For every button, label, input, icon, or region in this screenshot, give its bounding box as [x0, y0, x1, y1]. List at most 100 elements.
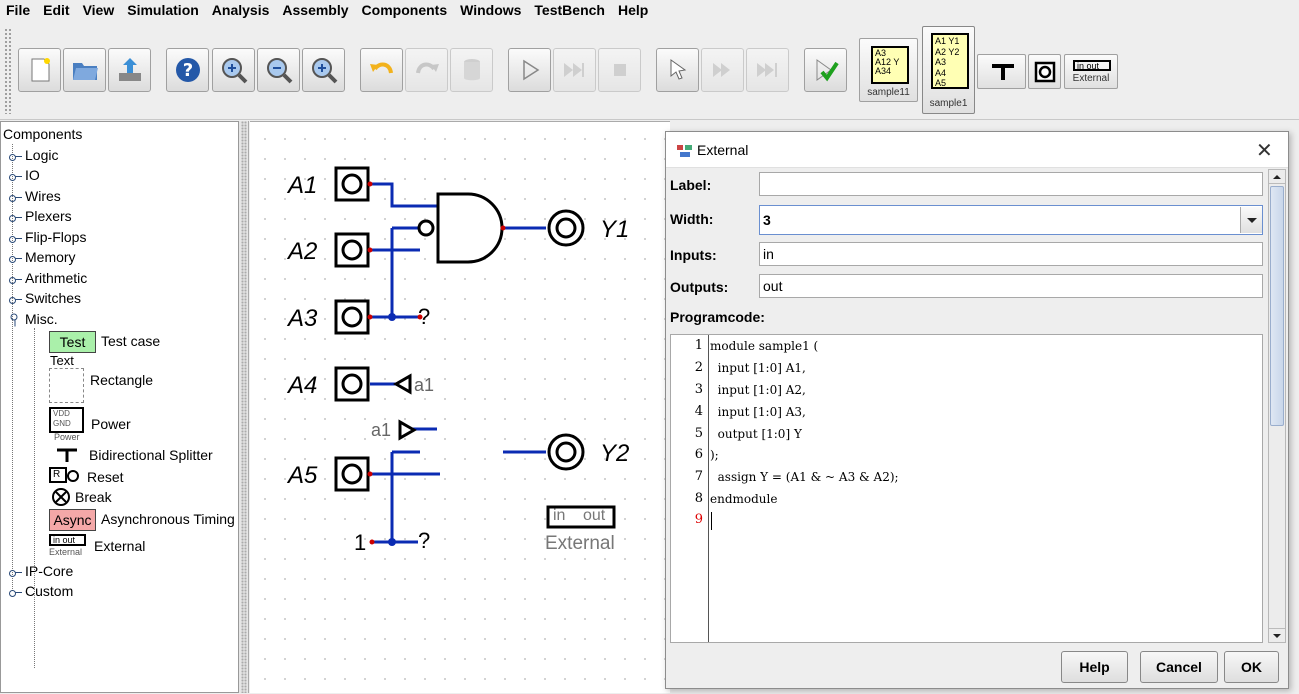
width-field-label: Width: — [670, 211, 714, 227]
step-sim-button[interactable] — [656, 48, 699, 92]
run-button[interactable] — [508, 48, 551, 92]
delete-button[interactable] — [450, 48, 493, 92]
toolbar-grip[interactable] — [4, 28, 12, 114]
tree-group-wires[interactable]: Wires — [1, 188, 61, 204]
external-icon: in out — [49, 534, 86, 546]
tree-key-icon — [9, 152, 22, 161]
zoom-out-button[interactable] — [257, 48, 300, 92]
tree-group-logic[interactable]: Logic — [1, 147, 58, 163]
pane-splitter[interactable] — [239, 121, 249, 693]
line-number: 8 — [694, 491, 703, 506]
tree-group-plexers[interactable]: Plexers — [1, 208, 72, 224]
tree-group-switches[interactable]: Switches — [1, 290, 81, 306]
recent-component-probe[interactable] — [1028, 54, 1061, 89]
program-code-editor[interactable]: 1 2 3 4 5 6 7 8 9 module sample1 ( input… — [670, 334, 1263, 643]
code-line: ); — [710, 448, 719, 462]
recent-component-external[interactable]: in out External — [1064, 54, 1118, 89]
width-select[interactable]: 3 — [759, 205, 1263, 235]
fast-forward-icon — [563, 63, 584, 77]
recent-component-splitter[interactable] — [977, 54, 1026, 89]
menu-windows[interactable]: Windows — [460, 2, 522, 18]
ok-button[interactable]: OK — [1224, 651, 1279, 683]
redo-button[interactable] — [405, 48, 448, 92]
junction-dots — [388, 313, 396, 546]
menu-components[interactable]: Components — [361, 2, 448, 18]
save-button[interactable] — [108, 48, 151, 92]
tree-group-misc[interactable]: Misc. — [1, 311, 58, 327]
play-icon — [522, 59, 539, 81]
tree-item-external[interactable]: External — [94, 538, 146, 554]
menu-edit[interactable]: Edit — [43, 2, 70, 18]
help-button[interactable]: ? — [166, 48, 209, 92]
line-number: 5 — [694, 426, 703, 441]
recent-component-sample1[interactable]: A1 Y1 A2 Y2 A3 A4 A5 sample1 — [922, 26, 975, 114]
tree-group-ip-core[interactable]: IP-Core — [1, 563, 73, 579]
outputs-field-label: Outputs: — [670, 279, 729, 295]
scroll-thumb[interactable] — [1270, 186, 1284, 426]
undo-icon — [369, 62, 393, 74]
component-tree[interactable]: Components Logic IO Wires Plexers Flip-F… — [0, 121, 239, 693]
step-button[interactable] — [553, 48, 596, 92]
tree-item-power[interactable]: Power — [91, 416, 131, 432]
tree-item-bidirectional-splitter[interactable]: Bidirectional Splitter — [89, 447, 213, 463]
inputs-field-label: Inputs: — [670, 247, 717, 263]
undo-button[interactable] — [360, 48, 403, 92]
run-to-end-button[interactable] — [746, 48, 789, 92]
svg-text:?: ? — [182, 60, 192, 81]
label-input[interactable] — [759, 172, 1263, 196]
dialog-title-bar[interactable]: External ✕ — [666, 132, 1288, 168]
inputs-input[interactable]: in — [759, 242, 1263, 266]
scroll-up-arrow[interactable] — [1269, 170, 1285, 184]
line-number-current: 9 — [694, 512, 703, 527]
chip-pin: A1 Y1 — [935, 36, 960, 46]
close-icon[interactable]: ✕ — [1256, 140, 1273, 162]
run-tests-button[interactable] — [804, 48, 847, 92]
tree-item-text[interactable]: Text — [50, 353, 74, 368]
input-label-a4: A4 — [288, 372, 318, 399]
power-icon-caption: Power — [54, 432, 80, 442]
menu-file[interactable]: File — [6, 2, 31, 18]
tunnel-a1-in[interactable] — [392, 373, 412, 395]
circuit-canvas[interactable]: A1 A2 A3 A4 A5 Y1 Y2 a1 a1 ? ? 1 in out … — [250, 121, 670, 693]
toolbar: ? A3 A12 Y A34 — [0, 20, 1299, 120]
tree-group-custom[interactable]: Custom — [1, 583, 73, 599]
tree-item-reset[interactable]: Reset — [87, 469, 124, 485]
scroll-down-arrow[interactable] — [1269, 628, 1285, 642]
tree-group-memory[interactable]: Memory — [1, 249, 76, 265]
outputs-input[interactable]: out — [759, 274, 1263, 298]
tree-group-flip-flops[interactable]: Flip-Flops — [1, 229, 86, 245]
menu-testbench[interactable]: TestBench — [534, 2, 605, 18]
tree-item-break[interactable]: Break — [75, 489, 112, 505]
tree-guide — [34, 328, 35, 668]
dialog-scrollbar[interactable] — [1268, 169, 1286, 643]
programcode-label: Programcode: — [670, 309, 765, 325]
tree-root[interactable]: Components — [3, 126, 83, 142]
recent-component-sample11[interactable]: A3 A12 Y A34 sample11 — [859, 38, 918, 102]
menu-help[interactable]: Help — [617, 2, 649, 18]
run-to-break-button[interactable] — [701, 48, 744, 92]
menu-simulation[interactable]: Simulation — [127, 2, 199, 18]
new-file-button[interactable] — [18, 48, 61, 92]
external-component[interactable] — [546, 505, 616, 529]
tree-item-asynchronous-timing[interactable]: Asynchronous Timing — [101, 511, 235, 527]
cancel-button[interactable]: Cancel — [1140, 651, 1218, 683]
and-gate[interactable] — [436, 192, 504, 264]
tree-item-rectangle[interactable]: Rectangle — [90, 372, 154, 388]
stop-button[interactable] — [598, 48, 641, 92]
menu-view[interactable]: View — [82, 2, 115, 18]
and-gate-inverter — [417, 219, 435, 237]
tunnel-a1-out[interactable] — [398, 419, 418, 441]
width-dropdown-button[interactable] — [1240, 207, 1262, 233]
zoom-in-button[interactable] — [212, 48, 255, 92]
open-button[interactable] — [63, 48, 106, 92]
tree-group-arithmetic[interactable]: Arithmetic — [1, 270, 87, 286]
menu-analysis[interactable]: Analysis — [211, 2, 270, 18]
tree-item-test-case[interactable]: Test case — [101, 333, 161, 349]
dialog-title: External — [697, 142, 749, 158]
app-icon — [677, 145, 692, 157]
component-caption: sample1 — [929, 98, 968, 109]
help-button[interactable]: Help — [1061, 651, 1128, 683]
tree-group-io[interactable]: IO — [1, 167, 40, 183]
menu-assembly[interactable]: Assembly — [282, 2, 349, 18]
fit-to-window-button[interactable] — [302, 48, 345, 92]
